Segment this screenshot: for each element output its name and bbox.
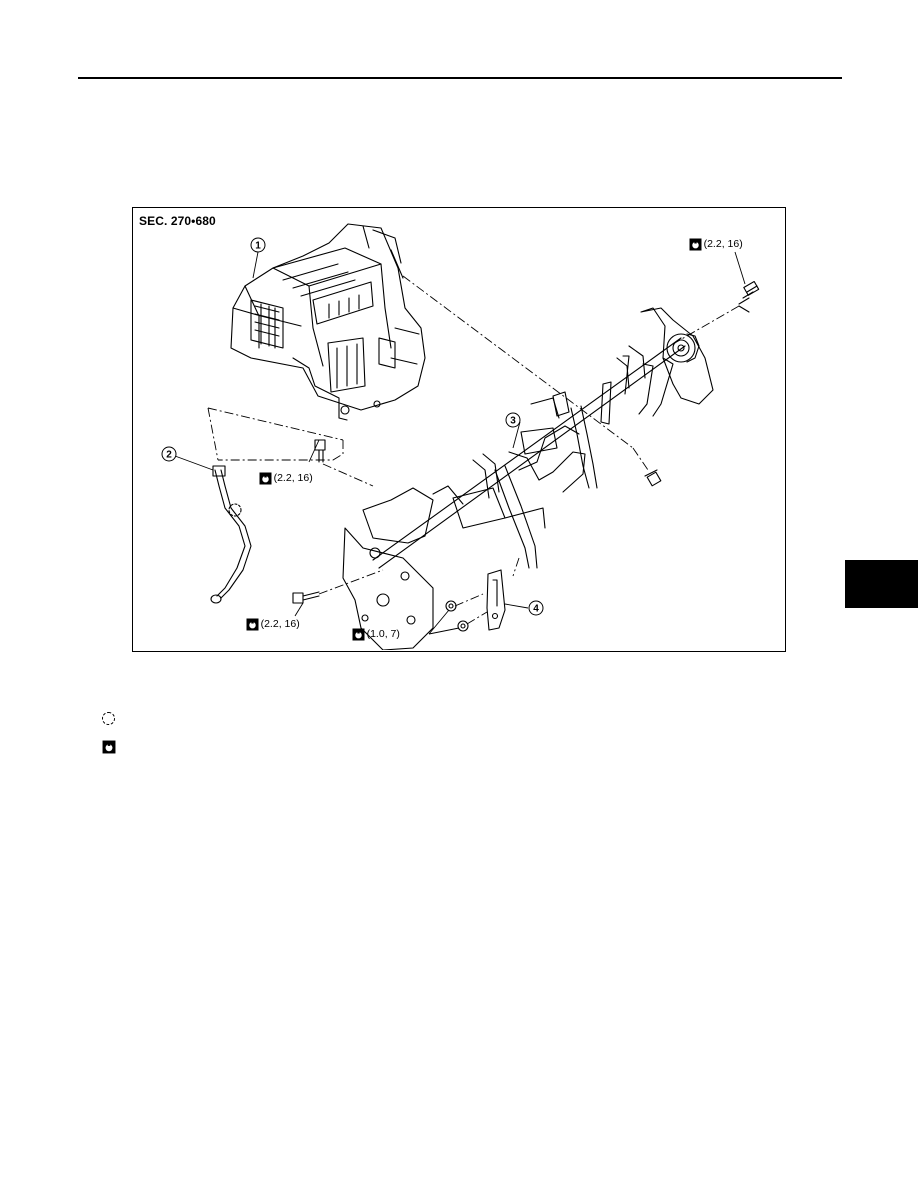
torque-spec-text: 22 (2.2, 16) xyxy=(246,618,300,630)
torque-spec-bottom-nuts: 10 (1.0, 7) xyxy=(352,628,400,641)
alignment-lines xyxy=(207,275,740,625)
diagram-drawing: 1 2 3 4 xyxy=(161,223,760,650)
torque-spec-text: 22 (2.2, 16) xyxy=(689,238,743,250)
callout-4-label: 4 xyxy=(533,604,539,615)
steering-member xyxy=(342,307,714,650)
callout-2: 2 xyxy=(161,446,177,462)
torque-spec-top-right: 22 (2.2, 16) xyxy=(689,238,743,251)
part-callouts: 1 2 3 4 xyxy=(161,237,544,616)
heater-cooling-unit xyxy=(230,223,426,421)
section-label: SEC. 270•680 xyxy=(139,214,216,228)
torque-wrench-icon xyxy=(352,628,365,641)
callout-1: 1 xyxy=(250,237,266,253)
dashed-circle-icon xyxy=(102,712,115,725)
callout-leaders xyxy=(174,251,746,635)
header-rule xyxy=(78,77,842,79)
callout-1-label: 1 xyxy=(255,241,261,252)
legend-torque-row xyxy=(102,740,116,754)
legend-clip-row xyxy=(102,712,115,725)
exploded-view-diagram: SEC. 270•680 xyxy=(132,207,786,652)
drain-hose xyxy=(210,465,252,604)
side-bracket xyxy=(486,569,506,631)
torque-spec-middle-left: 22 (2.2, 16) xyxy=(259,472,313,485)
callout-3: 3 xyxy=(505,412,521,428)
section-index-tab[interactable] xyxy=(845,560,918,608)
torque-spec-text: 22 (2.2, 16) xyxy=(259,472,313,484)
callout-4: 4 xyxy=(528,600,544,616)
torque-wrench-icon xyxy=(689,238,702,251)
torque-wrench-icon xyxy=(259,472,272,485)
callout-3-label: 3 xyxy=(510,416,516,427)
torque-wrench-icon xyxy=(246,618,259,631)
callout-2-label: 2 xyxy=(166,450,172,461)
torque-wrench-icon xyxy=(102,740,116,754)
torque-spec-bottom-left: 22 (2.2, 16) xyxy=(246,618,300,631)
